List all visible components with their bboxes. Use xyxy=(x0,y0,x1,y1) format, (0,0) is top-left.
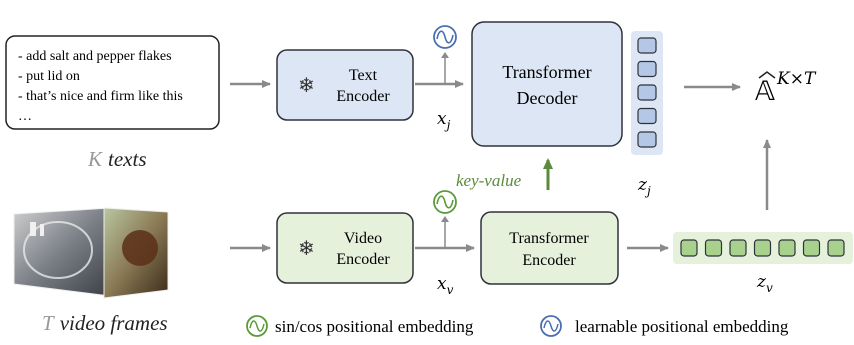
zv-token xyxy=(680,239,698,257)
legend-learnable-label: learnable positional embedding xyxy=(575,317,789,336)
zj-token-column xyxy=(631,31,663,155)
transformer-encoder-line1: Transformer xyxy=(509,230,589,247)
transformer-decoder-line2: Decoder xyxy=(517,88,578,108)
zj-token xyxy=(637,37,657,54)
transformer-encoder-line2: Encoder xyxy=(522,252,576,269)
xj-label: xj xyxy=(437,109,451,132)
t-variable: T xyxy=(42,311,55,335)
zv-token xyxy=(802,239,821,257)
legend-learnable-icon xyxy=(540,315,562,337)
sine-wave-circle-icon xyxy=(433,190,457,214)
zv-token xyxy=(704,239,723,257)
video-frames-thumbnail xyxy=(13,207,169,299)
video-encoder-block: ❄ Video Encoder xyxy=(276,212,414,284)
key-value-label: key-value xyxy=(456,171,522,190)
xv-label: xv xyxy=(437,274,454,297)
zj-token xyxy=(637,60,657,78)
zv-token xyxy=(753,239,772,257)
video-encoder-line2: Encoder xyxy=(336,251,390,268)
text-encoder-line2: Encoder xyxy=(336,88,390,105)
legend-sincos-icon xyxy=(246,315,268,337)
text-line-2: - put lid on xyxy=(18,69,80,84)
snowflake-icon: ❄ xyxy=(298,73,315,97)
output-superscript: K×T xyxy=(776,69,817,89)
legend: sin/cos positional embedding learnable p… xyxy=(246,315,789,337)
text-line-3: - that’s nice and firm like this xyxy=(18,89,183,104)
transformer-decoder-line1: Transformer xyxy=(502,62,591,82)
output-matrix-symbol: 𝔸 K×T xyxy=(755,69,817,107)
transformer-decoder-block: Transformer Decoder xyxy=(471,21,623,147)
wave-circle-icon xyxy=(433,25,457,49)
k-texts-word: texts xyxy=(108,147,146,171)
text-encoder-line1: Text xyxy=(349,67,378,84)
zv-label: zv xyxy=(756,272,773,295)
zv-token xyxy=(827,239,845,257)
zj-label: zj xyxy=(637,175,651,198)
texts-input-box: - add salt and pepper flakes - put lid o… xyxy=(5,35,220,130)
k-variable: K xyxy=(87,147,103,171)
text-encoder-block: ❄ Text Encoder xyxy=(276,49,414,121)
pos-emb-connector-head-text xyxy=(441,52,449,58)
zv-token xyxy=(729,239,747,257)
pos-emb-connector-head-video xyxy=(441,216,449,222)
t-frames-words: video frames xyxy=(60,311,168,335)
zj-token xyxy=(637,84,657,101)
zj-token xyxy=(637,107,657,125)
zv-token-row xyxy=(673,232,853,264)
hat-icon xyxy=(758,71,776,79)
text-line-1: - add salt and pepper flakes xyxy=(18,49,172,64)
text-line-4: … xyxy=(18,109,32,124)
output-symbol: 𝔸 xyxy=(755,76,775,107)
transformer-encoder-block: Transformer Encoder xyxy=(480,211,619,285)
zv-token xyxy=(778,239,796,257)
snowflake-icon: ❄ xyxy=(298,236,315,260)
legend-sincos-label: sin/cos positional embedding xyxy=(275,317,474,336)
video-encoder-line1: Video xyxy=(344,230,382,247)
zj-token xyxy=(637,131,657,148)
